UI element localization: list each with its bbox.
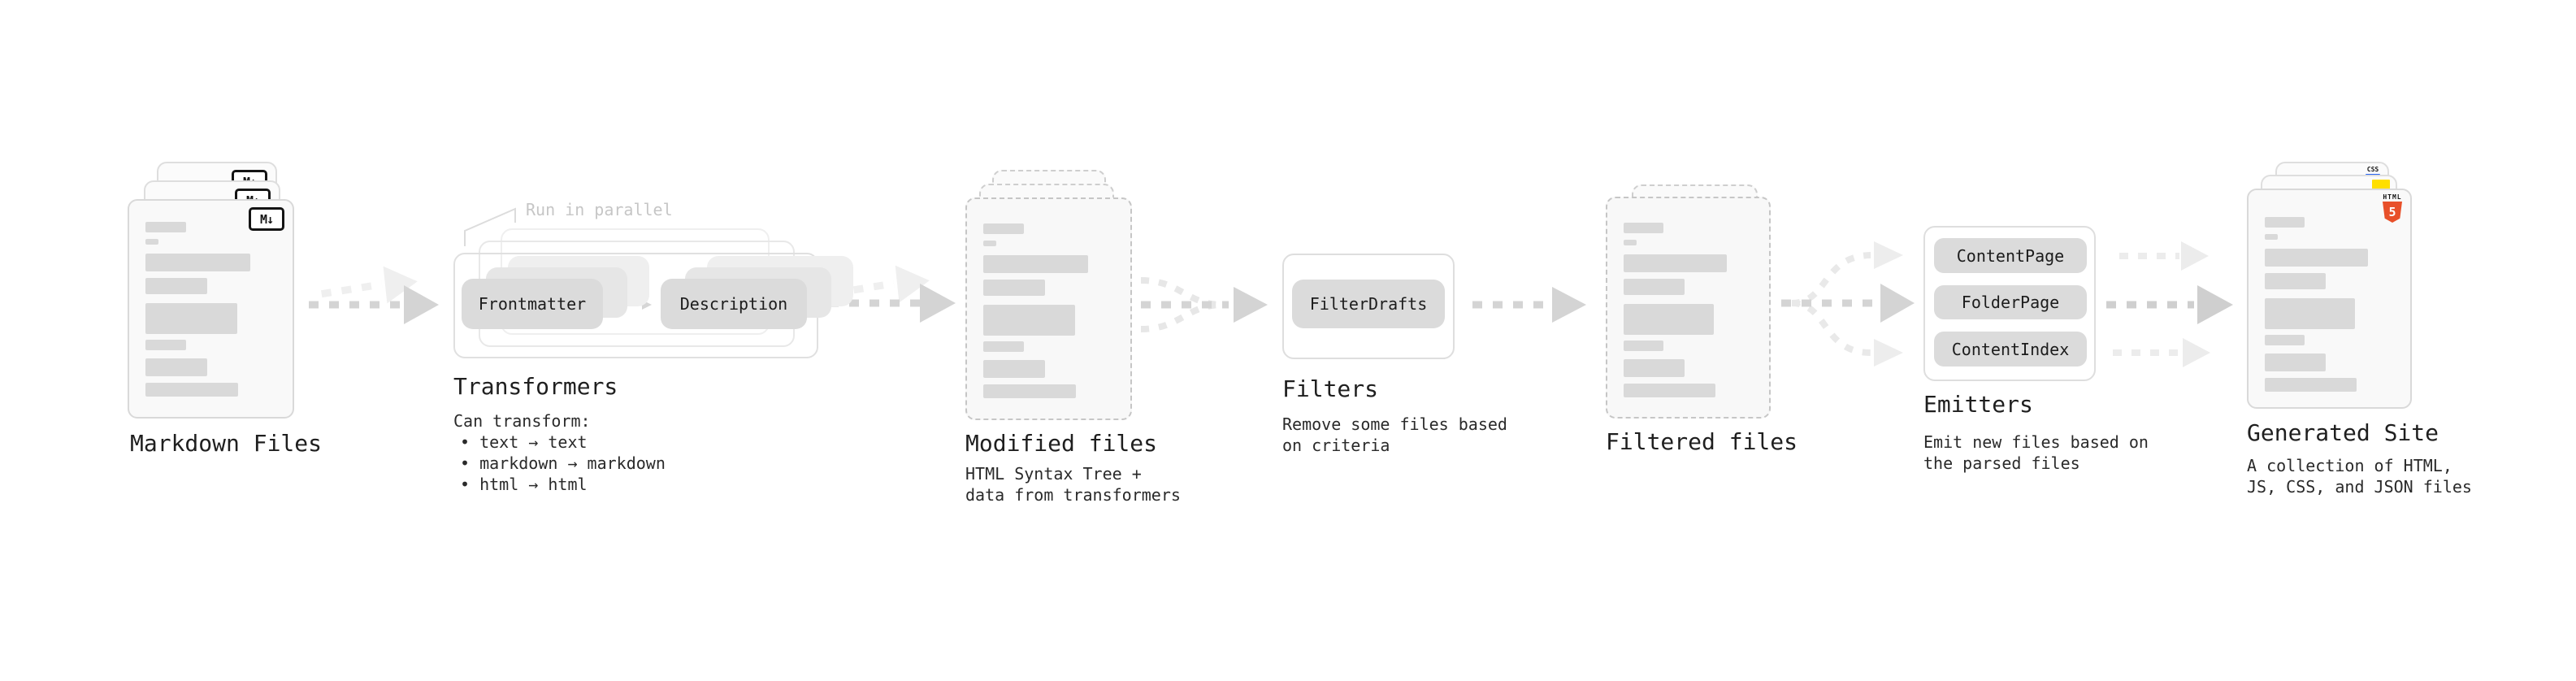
generated-site-title: Generated Site xyxy=(2247,419,2439,446)
markdown-icon: M↓ xyxy=(249,207,284,231)
generated-page-html: HTML 5 xyxy=(2247,189,2412,409)
modified-files-title: Modified files xyxy=(965,430,1158,457)
js-icon xyxy=(2372,180,2390,190)
generated-site-sub: JS, CSS, and JSON files xyxy=(2247,477,2472,497)
filtered-files-title: Filtered files xyxy=(1606,428,1798,455)
document-placeholder-lines xyxy=(2249,190,2410,392)
modified-files-sub: HTML Syntax Tree + xyxy=(965,464,1142,484)
document-placeholder-lines xyxy=(129,201,293,397)
filters-sub: Remove some files based xyxy=(1282,414,1507,434)
run-in-parallel-note: Run in parallel xyxy=(526,200,673,219)
modified-files-sub: data from transformers xyxy=(965,485,1181,505)
emitters-sub: Emit new files based on xyxy=(1923,432,2149,452)
document-placeholder-lines xyxy=(967,199,1130,398)
generated-site-sub: A collection of HTML, xyxy=(2247,456,2452,475)
emitters-title: Emitters xyxy=(1923,391,2033,418)
transformers-title: Transformers xyxy=(453,373,618,400)
description-pill: Description xyxy=(661,279,807,329)
modified-page-front xyxy=(965,197,1132,420)
document-placeholder-lines xyxy=(1607,198,1769,397)
filtered-page-front xyxy=(1606,197,1771,419)
markdown-page-front: M↓ xyxy=(128,199,294,419)
transformers-desc: Can transform: xyxy=(453,411,591,431)
html5-icon: HTML 5 xyxy=(2382,193,2403,223)
filterdrafts-pill: FilterDrafts xyxy=(1292,280,1445,328)
emitters-sub: the parsed files xyxy=(1923,453,2080,473)
contentindex-pill: ContentIndex xyxy=(1934,332,2087,367)
filters-sub: on criteria xyxy=(1282,436,1390,455)
markdown-files-title: Markdown Files xyxy=(130,430,323,457)
frontmatter-pill: Frontmatter xyxy=(462,279,603,329)
transformers-bullet: • text → text xyxy=(460,432,588,452)
contentpage-pill: ContentPage xyxy=(1934,238,2087,273)
transformers-bullet: • html → html xyxy=(460,475,588,494)
transformers-bullet: • markdown → markdown xyxy=(460,453,666,473)
folderpage-pill: FolderPage xyxy=(1934,285,2087,319)
filters-title: Filters xyxy=(1282,375,1379,402)
